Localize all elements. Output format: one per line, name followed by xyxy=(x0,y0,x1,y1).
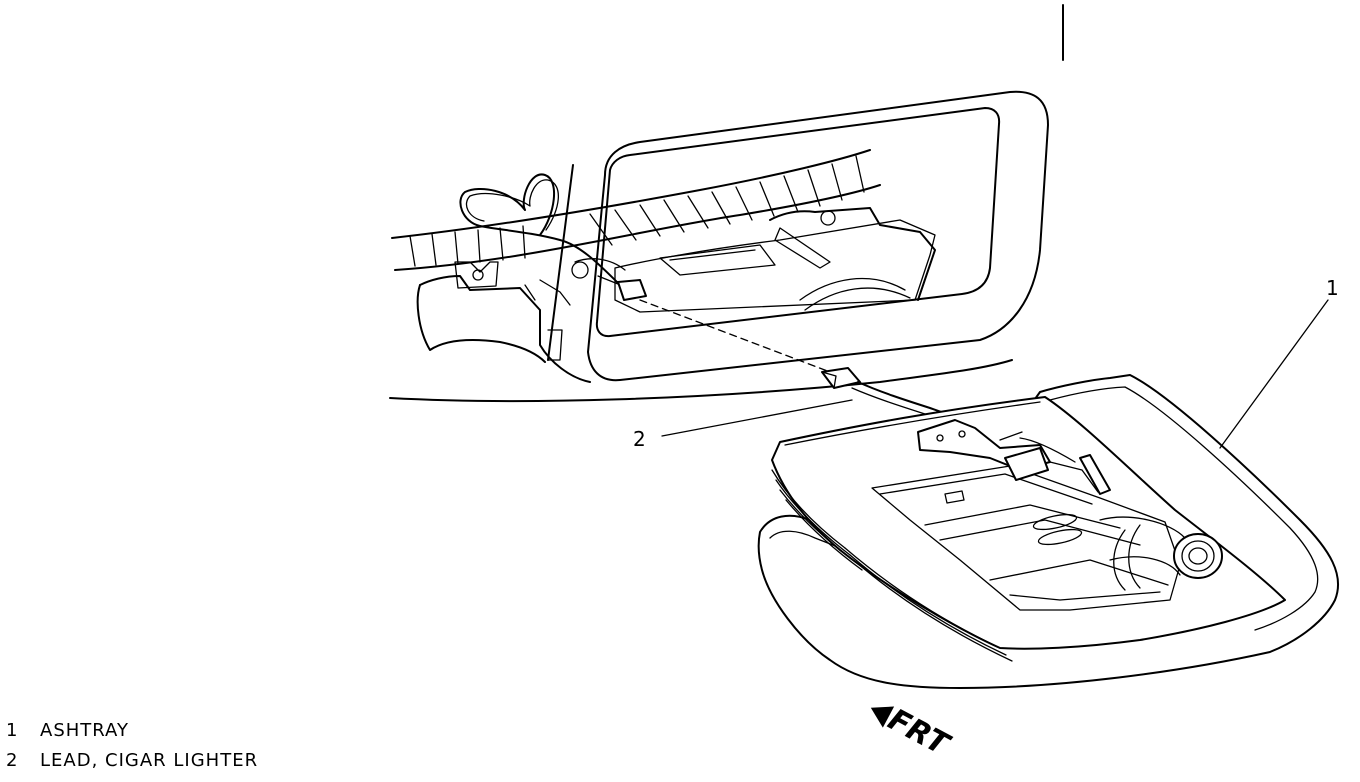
callout-2: 2 xyxy=(633,427,646,451)
routing-dashed-line xyxy=(639,299,831,373)
legend-item-number: 1 xyxy=(6,720,19,741)
ashtray-assembly xyxy=(757,374,1340,689)
callout-leader-1 xyxy=(1219,299,1329,449)
legend-item: 1 ASHTRAY xyxy=(6,716,258,746)
callout-1: 1 xyxy=(1326,276,1339,300)
legend-item-text: ASHTRAY xyxy=(40,720,129,741)
legend-item-number: 2 xyxy=(6,750,19,771)
legend-item: 2 LEAD, CIGAR LIGHTER xyxy=(6,746,258,776)
instrument-panel xyxy=(389,4,1064,403)
legend-item-text: LEAD, CIGAR LIGHTER xyxy=(40,750,259,771)
callout-leader-2 xyxy=(661,399,853,437)
parts-legend: 1 ASHTRAY 2 LEAD, CIGAR LIGHTER xyxy=(6,716,258,776)
